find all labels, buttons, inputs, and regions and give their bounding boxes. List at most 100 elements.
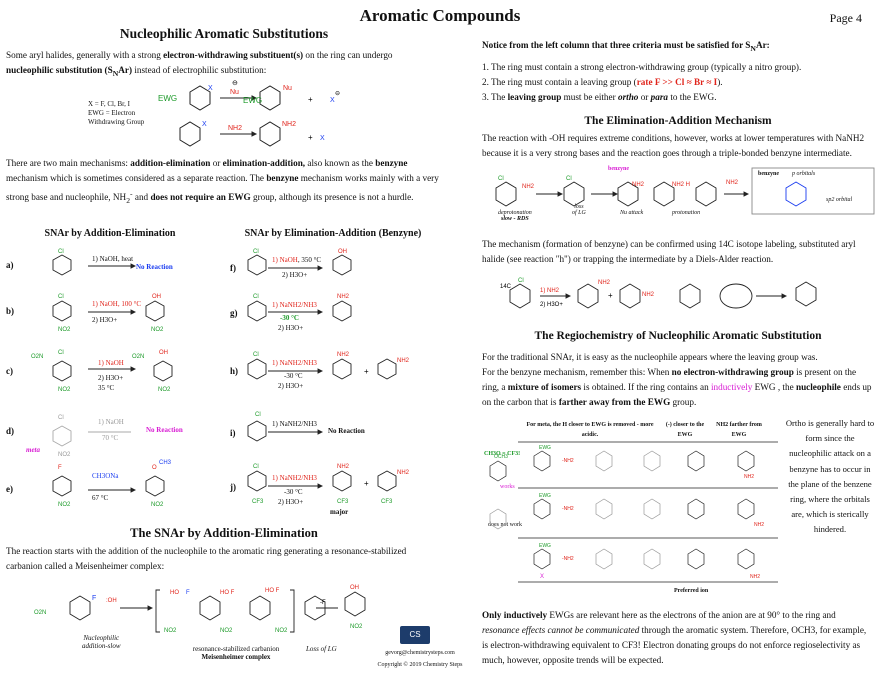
regio-benzyne: For the benzyne mechanism, remember this…	[482, 367, 872, 407]
svg-text:NO2: NO2	[158, 387, 171, 393]
rxn-d-cond2: 70 °C	[102, 434, 119, 442]
isotope-text: The mechanism (formation of benzyne) can…	[482, 239, 856, 264]
criterion-2: 2. The ring must contain a leaving group…	[482, 76, 723, 87]
criterion-3: 3. The leaving group must be either orth…	[482, 91, 717, 102]
svg-text:EWG: EWG	[539, 543, 551, 549]
svg-text:+: +	[308, 95, 313, 104]
svg-text:Cl: Cl	[58, 249, 64, 255]
svg-text:NO2: NO2	[275, 628, 288, 634]
col2-title: SNAr by Elimination-Addition (Benzyne)	[244, 228, 422, 239]
rxn-h-cond3: 2) H3O+	[278, 382, 304, 390]
svg-text:+: +	[308, 133, 313, 142]
svg-text:Cl: Cl	[498, 176, 504, 182]
svg-text:NO2: NO2	[350, 624, 363, 630]
rxn-label-c: c)	[6, 366, 13, 376]
svg-text:HO: HO	[170, 590, 179, 596]
svg-text:NO2: NO2	[220, 628, 233, 634]
svg-text:X: X	[320, 135, 325, 142]
svg-text:Cl: Cl	[58, 350, 64, 356]
label-nu-attack: Nu attack	[620, 210, 644, 216]
svg-text::OH: :OH	[106, 598, 117, 604]
rxn-j-cond1: 1) NaNH2/NH3	[272, 474, 317, 482]
svg-text:F: F	[92, 595, 96, 602]
label-protonation: protonation	[672, 210, 701, 216]
svg-text:NO2: NO2	[58, 502, 71, 508]
chemistry-steps-logo: CS	[400, 626, 430, 644]
rxn-j-major: major	[330, 508, 349, 516]
rxn-a-result: No Reaction	[136, 263, 173, 271]
svg-text:F: F	[186, 590, 190, 596]
svg-text:NO2: NO2	[151, 327, 164, 333]
svg-text:NO2: NO2	[58, 387, 71, 393]
svg-text:NO2: NO2	[58, 327, 71, 333]
svg-text:F: F	[58, 465, 62, 471]
label-sp2: sp2 orbital	[826, 197, 853, 203]
rxn-c-cond3: 35 °C	[98, 384, 115, 392]
svg-text:NO2: NO2	[151, 502, 164, 508]
svg-text:+: +	[608, 291, 613, 300]
svg-text:CF3: CF3	[381, 499, 393, 505]
svg-text:HO F: HO F	[265, 588, 280, 594]
rxn-b-cond2: 2) H3O+	[92, 316, 118, 324]
section-title-snar: Nucleophilic Aromatic Substitutions	[119, 26, 329, 41]
rxn-g-cond3: 2) H3O+	[278, 324, 304, 332]
rxn-label-a: a)	[6, 260, 14, 270]
rxn-label-f: f)	[230, 263, 236, 273]
rxn-i-result: No Reaction	[328, 427, 365, 435]
svg-text:14C: 14C	[500, 284, 512, 290]
tbl-header-3: NH2 farther from EWG	[716, 422, 762, 438]
svg-text:NH2 H: NH2 H	[672, 182, 690, 188]
reactions-left: Cl Cl NO2 OH NO2 O2N Cl NO2 O2N OH NO2 C…	[6, 246, 216, 514]
rxn-h-cond2: -30 °C	[284, 372, 303, 380]
svg-text:NH2: NH2	[337, 294, 350, 300]
svg-text:Cl: Cl	[253, 352, 259, 358]
svg-text:EWG: EWG	[243, 96, 262, 105]
svg-text:X: X	[202, 121, 207, 128]
svg-text:NH2: NH2	[337, 464, 350, 470]
svg-text:NH2: NH2	[726, 180, 739, 186]
rxn-i-cond1: 1) NaNH2/NH3	[272, 420, 317, 428]
tbl-preferred-ion: Preferred ion	[674, 588, 709, 594]
label-benzyne2: benzyne	[758, 171, 779, 177]
benzyne-label: benzyne	[608, 166, 629, 172]
regio-table: For meta, the H closer to EWG is removed…	[484, 418, 778, 604]
svg-text:EWG: EWG	[158, 94, 177, 103]
isotope-scheme: 14C Cl 1) NH2 2) H3O+ NH2 + NH2	[500, 278, 817, 309]
svg-text:NH2: NH2	[754, 522, 764, 528]
svg-text:Cl: Cl	[58, 294, 64, 300]
svg-text:NH2: NH2	[282, 121, 296, 128]
intro-paragraph: Some aryl halides, generally with a stro…	[6, 50, 393, 78]
svg-text:Cl: Cl	[253, 294, 259, 300]
ea-title: The Elimination-Addition Mechanism	[584, 114, 772, 127]
regio-traditional: For the traditional SNAr, it is easy as …	[482, 352, 818, 362]
svg-text:+: +	[364, 367, 369, 376]
svg-text:NH2: NH2	[632, 182, 645, 188]
rxn-f-cond1: 350 °C	[301, 256, 322, 264]
svg-text:Cl: Cl	[253, 249, 259, 255]
inductive-paragraph: Only inductively EWGs are relevant here …	[482, 610, 867, 665]
svg-text:EWG: EWG	[539, 493, 551, 499]
footer-email[interactable]: gevorg@chemistrysteps.com	[385, 650, 455, 656]
svg-text:X: X	[330, 97, 335, 104]
rxn-label-g: g)	[230, 308, 238, 318]
ae-text: The reaction starts with the addition of…	[6, 546, 407, 571]
svg-text:OH: OH	[159, 350, 168, 356]
rxn-j-cond3: 2) H3O+	[278, 498, 304, 506]
svg-text:Cl: Cl	[518, 278, 524, 284]
rxn-label-d: d)	[6, 426, 15, 436]
label-p-orbitals: p orbitals	[792, 171, 816, 177]
svg-text:Cl: Cl	[255, 412, 261, 418]
svg-text:NH2: NH2	[750, 574, 760, 580]
svg-text:CF3: CF3	[252, 499, 264, 505]
svg-text:NH2: NH2	[744, 474, 754, 480]
svg-text:NH2: NH2	[397, 358, 410, 364]
svg-text:O: O	[152, 465, 157, 471]
svg-text:OH: OH	[350, 585, 359, 591]
ae-step2: Loss of LG	[306, 645, 337, 653]
svg-text:NH2: NH2	[522, 184, 535, 190]
tbl-header-2: (-) closer to the EWG	[665, 422, 705, 438]
ae-title: The SNAr by Addition-Elimination	[130, 526, 318, 540]
